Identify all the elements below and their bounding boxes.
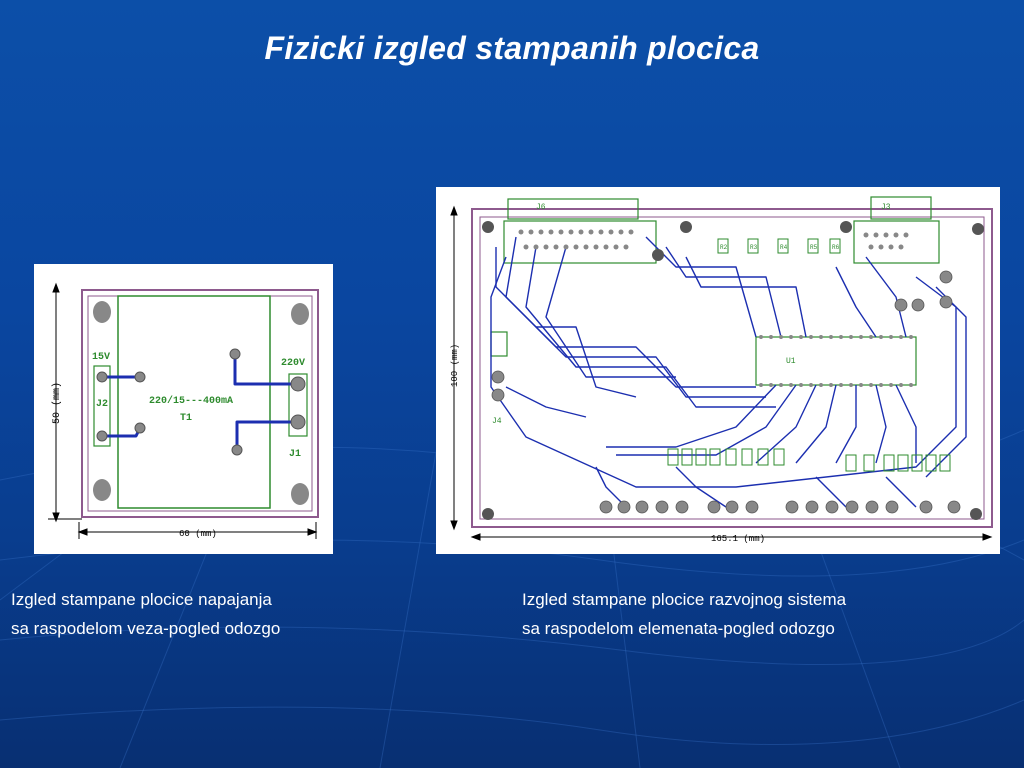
caption-line: sa raspodelom veza-pogled odozgo (11, 619, 281, 638)
caption-line: Izgled stampane plocice napajanja (11, 590, 272, 609)
label-j3: J3 (881, 203, 891, 212)
connector-j1-outline (288, 373, 308, 437)
label-15v: 15V (92, 352, 110, 363)
transformer-rating-label: 220/15---400mA (149, 395, 233, 407)
height-dimension-label: 100 (mm) (450, 344, 460, 387)
label-j6: J6 (536, 203, 546, 212)
caption-line: Izgled stampane plocice razvojnog sistem… (522, 590, 847, 609)
power-supply-pcb-diagram: 50 (mm) 60 (mm) (48, 282, 319, 539)
resistor-label: R6 (832, 244, 840, 251)
development-system-pcb-diagram: 100 (mm) 165.1 (mm) J6 J3 J4 U1 R2 R3 R4… (450, 196, 993, 544)
transformer-ref-label: T1 (180, 413, 192, 424)
caption-development-system: Izgled stampane plocice razvojnog sistem… (522, 585, 846, 643)
slide-title: Fizicki izgled stampanih plocica (264, 30, 760, 66)
connector-j2-outline (93, 365, 111, 447)
board-outline (471, 208, 993, 528)
width-dimension-label: 165.1 (mm) (711, 534, 765, 544)
ic-u1-outline (755, 336, 917, 386)
power-supply-pcb-image: 50 (mm) 60 (mm) (34, 264, 333, 554)
transformer-outline (117, 295, 271, 509)
board-outline (81, 289, 319, 518)
height-dimension-label: 50 (mm) (51, 382, 63, 424)
caption-power-supply: Izgled stampane plocice napajanja sa ras… (11, 585, 280, 643)
label-j4: J4 (492, 417, 502, 426)
caption-line: sa raspodelom elemenata-pogled odozgo (522, 619, 835, 638)
resistor-label: R5 (810, 244, 818, 251)
label-u1: U1 (786, 357, 796, 366)
resistor-label: R2 (720, 244, 728, 251)
width-dimension-label: 60 (mm) (179, 529, 217, 539)
label-j1: J1 (289, 449, 301, 460)
board-inner-outline (479, 216, 985, 520)
resistor-label: R3 (750, 244, 758, 251)
label-j2: J2 (96, 399, 108, 410)
development-system-pcb-image: 100 (mm) 165.1 (mm) J6 J3 J4 U1 R2 R3 R4… (436, 187, 1000, 554)
label-220v: 220V (281, 358, 305, 369)
resistor-label: R4 (780, 244, 788, 251)
